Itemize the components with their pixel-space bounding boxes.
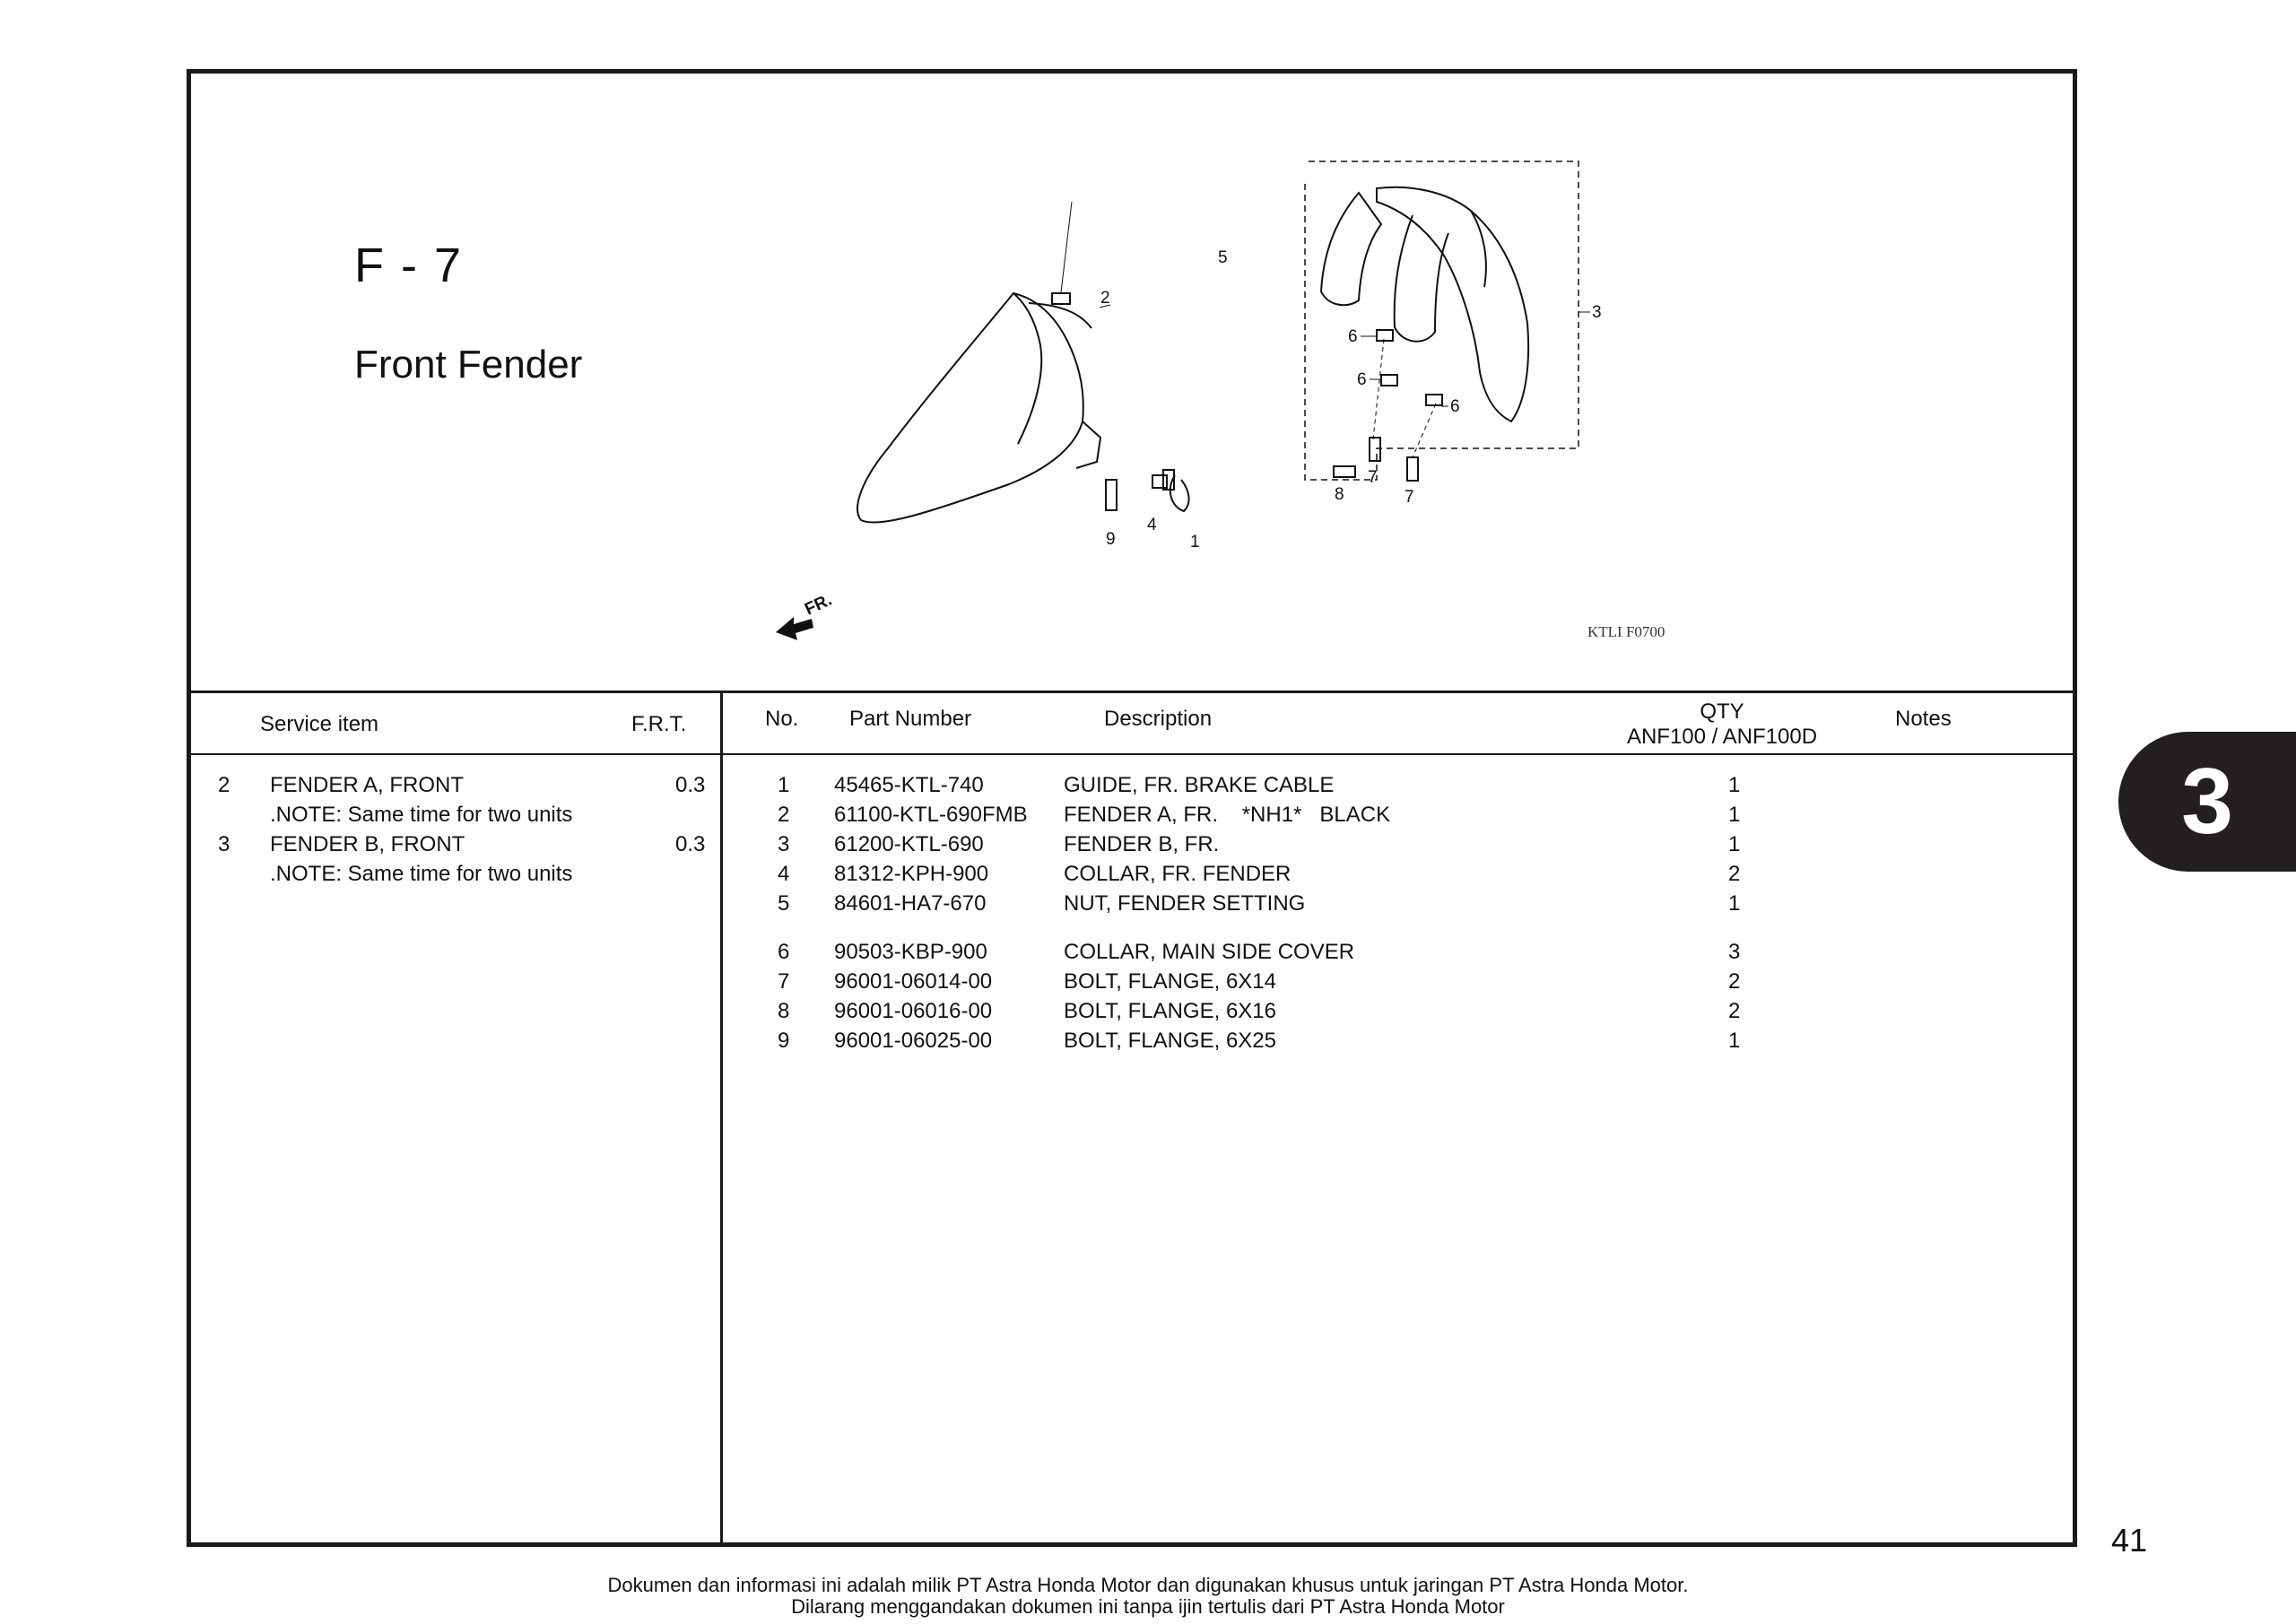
callout-6a: 6 [1348,327,1358,346]
parts-row-no: 1 [778,773,790,797]
hardware-drawing [1051,201,1443,513]
description-header: Description [1104,707,1213,731]
parts-row-qty: 1 [1728,803,1741,827]
qty-models-header: ANF100 / ANF100D [1626,725,1818,749]
section-code: F - 7 [354,239,464,292]
service-row-frt: 0.3 [675,773,706,797]
table-divider [720,690,723,1542]
parts-row-part-number: 61100-KTL-690FMB [834,803,1028,827]
parts-row-description: NUT, FENDER SETTING [1064,891,1306,916]
parts-row-description: COLLAR, FR. FENDER [1064,862,1292,886]
callout-6b: 6 [1357,370,1367,389]
frt-header: F.R.T. [631,712,687,736]
service-row-no: 2 [218,773,230,797]
parts-row-no: 4 [778,862,790,886]
fender-a-drawing [857,291,1102,524]
parts-row-no: 8 [778,999,790,1023]
fr-direction-arrow: FR. [776,591,835,640]
fender-b-drawing [1304,161,1579,481]
footer-disclaimer: Dokumen dan informasi ini adalah milik P… [0,1575,2296,1618]
callout-7b: 7 [1405,488,1414,507]
parts-row: 2 61100-KTL-690FMB FENDER A, FR. *NH1* B… [0,803,1740,928]
service-row-frt: 0.3 [675,832,706,856]
fr-marker-label: FR. [802,591,835,620]
parts-row-qty: 2 [1728,862,1741,886]
parts-row-no: 6 [778,940,790,964]
parts-row: 4 81312-KPH-900 COLLAR, FR. FENDER 2 [0,862,1740,987]
callout-7a: 7 [1368,468,1378,487]
parts-row-part-number: 96001-06025-00 [834,1029,993,1053]
parts-row-part-number: 96001-06016-00 [834,999,993,1023]
part-number-header: Part Number [849,707,972,731]
parts-row-no: 9 [778,1029,790,1053]
no-header: No. [765,707,799,731]
parts-row-qty: 1 [1728,773,1741,797]
callout-8: 8 [1335,485,1344,504]
service-row-item: FENDER B, FRONT [270,832,465,856]
exploded-parts-diagram: FR. 1 2 3 4 5 6 6 6 7 7 8 9 KTLI F0700 [776,161,1665,640]
parts-row-description: FENDER A, FR. *NH1* BLACK [1064,803,1391,827]
service-row: 3 FENDER B, FRONT 0.3 [0,832,705,933]
parts-row-part-number: 90503-KBP-900 [834,940,987,964]
callout-4: 4 [1147,516,1157,534]
chapter-tab: 3 [2118,732,2296,872]
parts-row: 3 61200-KTL-690 FENDER B, FR. 1 [0,832,1740,958]
footer-line-1: Dokumen dan informasi ini adalah milik P… [607,1574,1689,1596]
service-row-no: 3 [218,832,230,856]
parts-row-description: BOLT, FLANGE, 6X16 [1064,999,1276,1023]
parts-row-qty: 3 [1728,940,1741,964]
parts-row-description: FENDER B, FR. [1064,832,1220,856]
service-row: .NOTE: Same time for two units [0,862,572,962]
service-row-item: .NOTE: Same time for two units [270,803,573,827]
footer-line-2: Dilarang menggandakan dokumen ini tanpa … [791,1595,1505,1618]
parts-row-part-number: 96001-06014-00 [834,969,993,994]
parts-row-qty: 1 [1728,832,1741,856]
service-row: .NOTE: Same time for two units [0,803,572,903]
parts-row-qty: 2 [1728,969,1741,994]
parts-row-no: 2 [778,803,790,827]
parts-row: 6 90503-KBP-900 COLLAR, MAIN SIDE COVER … [0,940,1740,1065]
parts-row-no: 3 [778,832,790,856]
callout-6c: 6 [1450,397,1460,416]
parts-row-description: GUIDE, FR. BRAKE CABLE [1064,773,1335,797]
parts-row-description: COLLAR, MAIN SIDE COVER [1064,940,1355,964]
callout-2: 2 [1100,289,1110,308]
callout-1: 1 [1190,533,1200,551]
callout-9: 9 [1106,530,1116,549]
parts-row: 1 45465-KTL-740 GUIDE, FR. BRAKE CABLE 1 [0,773,1740,899]
qty-header: QTY [1700,699,1744,724]
diagram-ref-code: KTLI F0700 [1587,623,1665,640]
page-title: Front Fender [354,343,583,386]
parts-row-part-number: 45465-KTL-740 [834,773,984,797]
parts-row: 8 96001-06016-00 BOLT, FLANGE, 6X16 2 [0,999,1740,1125]
table-top-rule [191,690,2073,693]
parts-row-qty: 1 [1728,891,1741,916]
page-frame [187,69,2077,1547]
parts-row-part-number: 61200-KTL-690 [834,832,984,856]
parts-row-no: 7 [778,969,790,994]
notes-header: Notes [1895,707,1952,731]
service-row-item: FENDER A, FRONT [270,773,465,797]
service-row-item: .NOTE: Same time for two units [270,862,573,886]
parts-row: 5 84601-HA7-670 NUT, FENDER SETTING 1 [0,891,1740,1017]
parts-row-qty: 2 [1728,999,1741,1023]
service-row: 2 FENDER A, FRONT 0.3 [0,773,705,873]
callout-labels: 1 2 3 4 5 6 6 6 7 7 8 9 [1099,248,1602,551]
parts-row: 7 96001-06014-00 BOLT, FLANGE, 6X14 2 [0,969,1740,1095]
table-header-rule [191,753,2073,755]
parts-row-no: 5 [778,891,790,916]
parts-row: 9 96001-06025-00 BOLT, FLANGE, 6X25 1 [0,1029,1740,1154]
service-item-header: Service item [260,712,379,736]
parts-row-part-number: 84601-HA7-670 [834,891,987,916]
callout-3: 3 [1592,303,1602,322]
page-number: 41 [2111,1522,2148,1559]
callout-5: 5 [1218,248,1228,267]
parts-row-description: BOLT, FLANGE, 6X14 [1064,969,1276,994]
parts-row-qty: 1 [1728,1029,1741,1053]
parts-row-description: BOLT, FLANGE, 6X25 [1064,1029,1276,1053]
parts-row-part-number: 81312-KPH-900 [834,862,989,886]
